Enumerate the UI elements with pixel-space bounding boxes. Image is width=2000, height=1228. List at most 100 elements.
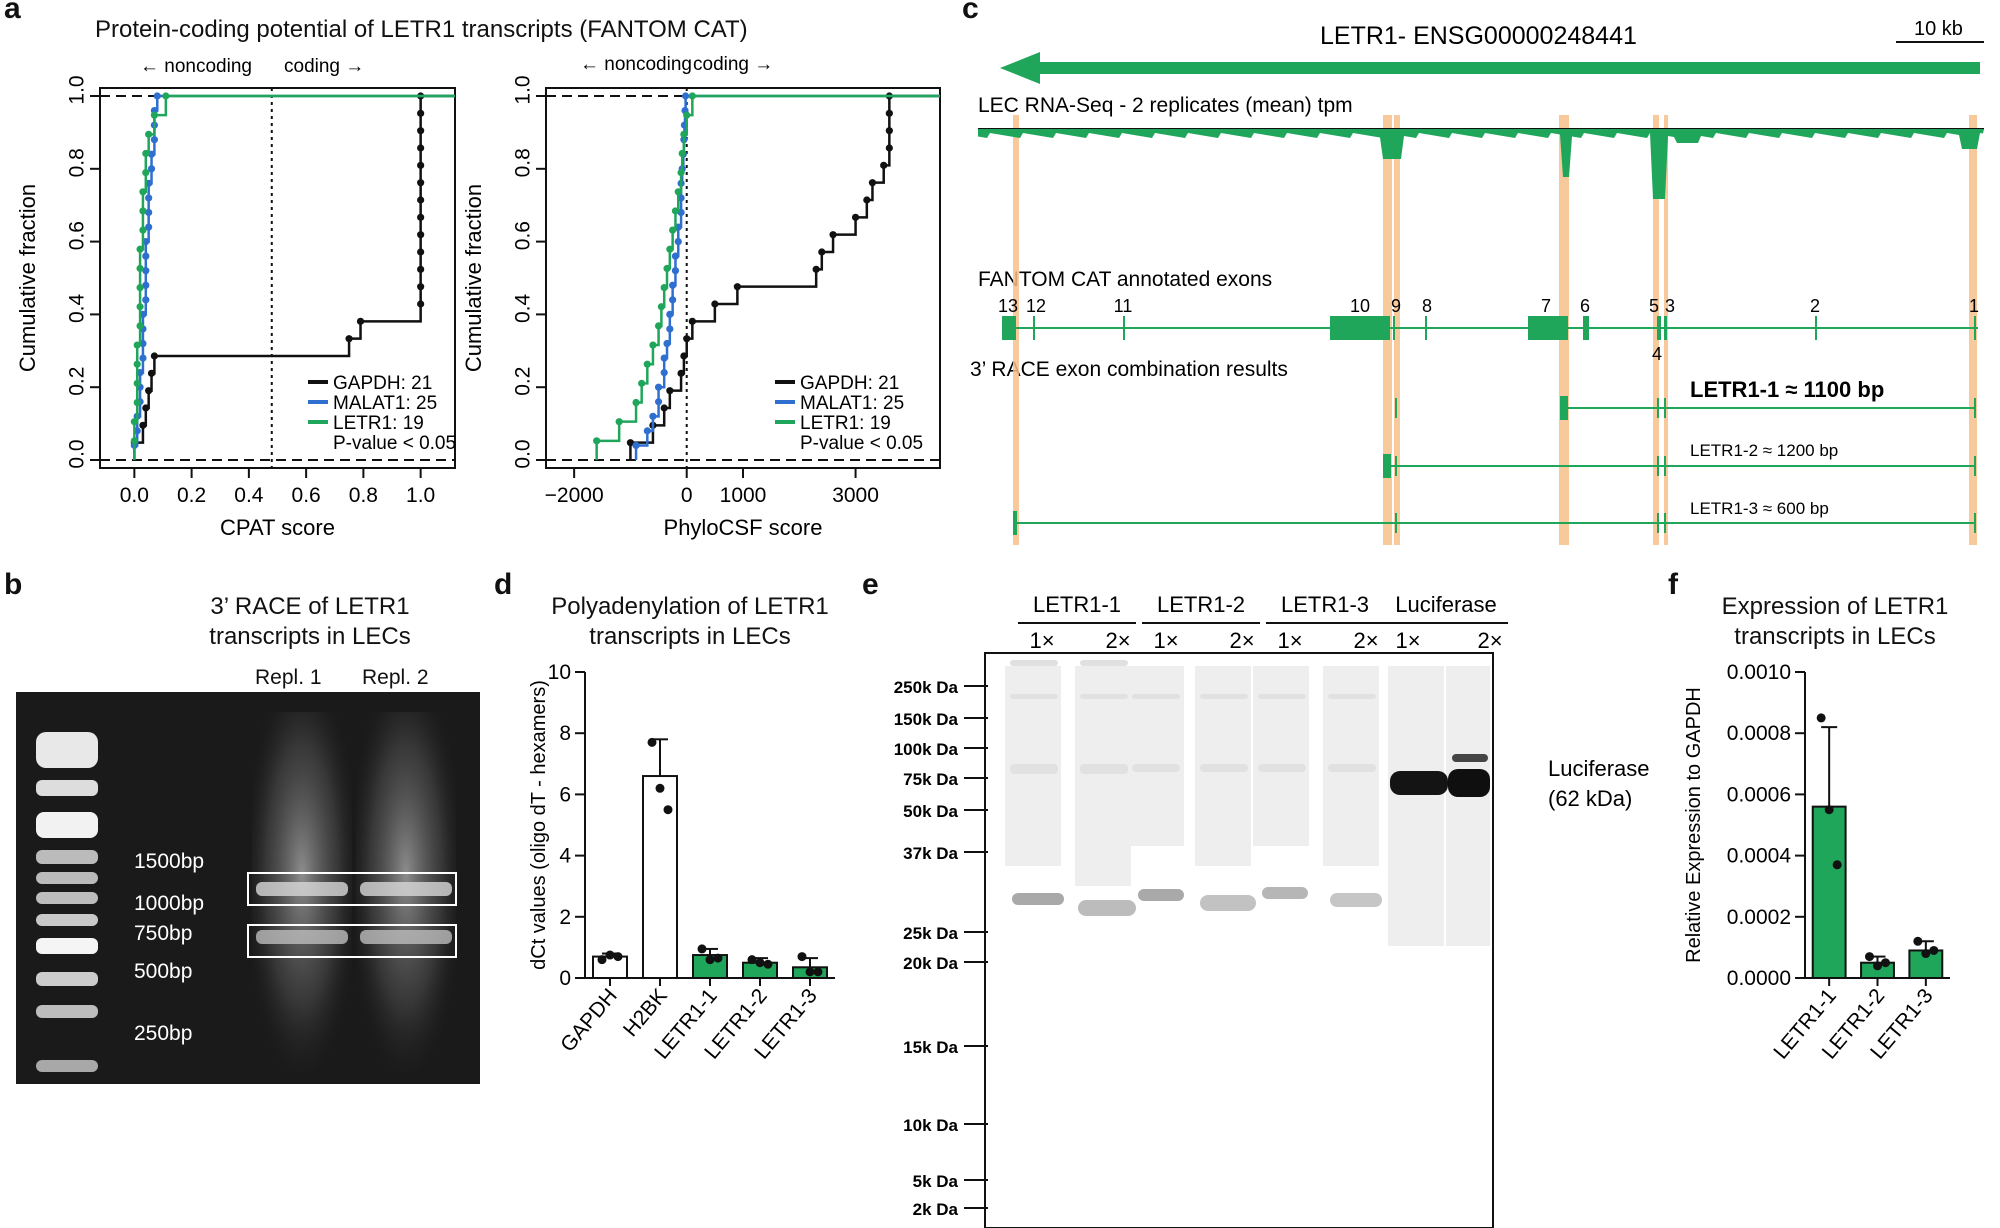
isoform-label-letr1-3: LETR1-3 ≈ 600 bp — [1690, 499, 1829, 518]
y-tick-label: 0.8 — [66, 148, 89, 177]
cpat-legend: GAPDH: 21 MALAT1: 25 LETR1: 19 P-value <… — [308, 373, 456, 454]
ecdf-point — [139, 226, 147, 234]
ecdf-point — [880, 161, 888, 169]
luciferase-label-line1: Luciferase — [1548, 756, 1650, 781]
y-tick-label: 0.0010 — [1727, 661, 1791, 684]
ecdf-point — [660, 283, 668, 292]
x-tick-label: LETR1-3 — [1866, 984, 1938, 1063]
y-axis-label: Cumulative fraction — [15, 184, 40, 372]
ladder-label-1500: 1500bp — [134, 850, 205, 873]
panel-f-title: Expression of LETR1 transcripts in LECs — [1721, 593, 1949, 650]
mw-marker-label: 250k Da — [894, 678, 959, 697]
ecdf-point — [145, 387, 153, 395]
ecdf-point — [130, 437, 138, 445]
luciferase-band-2x — [1448, 769, 1490, 797]
lane-group-label: LETR1-3 — [1281, 592, 1369, 617]
y-axis-label: Relative Expression to GAPDH — [1683, 687, 1705, 963]
ecdf-point — [136, 369, 144, 377]
y-tick-label: 0.0002 — [1727, 906, 1791, 929]
panel-d-title: Polyadenylation of LETR1 transcripts in … — [551, 593, 829, 650]
ecdf-point — [674, 238, 682, 246]
y-tick-label: 0.0006 — [1727, 783, 1791, 806]
dose-label-1x: 1× — [1395, 628, 1420, 653]
ecdf-point — [666, 310, 674, 318]
mw-marker-label: 75k Da — [903, 770, 958, 789]
y-tick-label: 0.4 — [512, 293, 535, 323]
y-tick-label: 0.2 — [512, 367, 535, 396]
ecdf-point — [145, 179, 153, 187]
exon-number: 12 — [1026, 296, 1046, 316]
ecdf-point — [162, 92, 170, 100]
band-box-600 — [247, 924, 457, 958]
ecdf-point — [654, 322, 663, 330]
ecdf-point — [130, 418, 138, 426]
ecdf-point — [688, 317, 696, 325]
replicate-point — [1921, 949, 1931, 959]
ecdf-point — [678, 165, 686, 173]
ecdf-point — [666, 245, 674, 253]
plot-frame — [545, 87, 941, 469]
ladder-label-500: 500bp — [134, 960, 193, 983]
replicate-point — [647, 737, 657, 747]
ecdf-point — [136, 383, 144, 391]
x-tick-label: 3000 — [832, 484, 879, 507]
exon-number: 11 — [1114, 296, 1133, 316]
x-tick-label: 0.8 — [349, 484, 378, 507]
replicate-point — [747, 955, 757, 965]
ecdf-point — [632, 398, 640, 407]
ecdf-point — [654, 398, 663, 406]
ecdf-point — [147, 369, 156, 377]
ecdf-point — [885, 109, 893, 117]
luciferase-label-line2: (62 kDa) — [1548, 786, 1632, 811]
x-tick-label: LETR1-2 — [1818, 984, 1890, 1063]
replicate-point — [1881, 958, 1890, 968]
exon-block — [1583, 316, 1589, 340]
y-tick-label: 0.8 — [512, 148, 535, 177]
bar-letr1-2 — [742, 961, 778, 980]
replicate-point — [813, 967, 823, 977]
ecdf-point — [417, 109, 425, 117]
mw-marker-label: 10k Da — [903, 1116, 958, 1135]
ecdf-point — [417, 92, 425, 100]
ecdf-point — [666, 387, 674, 395]
ecdf-point — [674, 188, 682, 196]
panel-letter-b: b — [4, 568, 23, 601]
exon-highlight — [1653, 115, 1659, 545]
ecdf-point — [136, 264, 144, 273]
y-tick-label: 0.0 — [66, 439, 89, 468]
ecdf-point — [677, 179, 685, 187]
ladder-label-250: 250bp — [134, 1022, 193, 1045]
ecdf-point — [654, 383, 663, 391]
ecdf-point — [671, 267, 680, 275]
replicate-point — [1832, 860, 1842, 870]
mw-marker-label: 2k Da — [913, 1200, 959, 1219]
ecdf-point — [818, 248, 826, 256]
x-tick-label: LETR1-3 — [750, 984, 822, 1063]
ecdf-point — [139, 354, 147, 362]
rnaseq-coverage — [978, 129, 1984, 199]
ecdf-point — [133, 412, 141, 420]
ecdf-point — [133, 398, 141, 407]
track-label-fantom: FANTOM CAT annotated exons — [978, 268, 1272, 291]
y-tick-label: 1.0 — [512, 75, 535, 104]
ecdf-point — [688, 92, 696, 100]
bar-chart-group: 0.00000.00020.00040.00060.00080.0010Rela… — [1683, 661, 1950, 1064]
bar-h2bk — [642, 775, 678, 979]
bar-letr1-3 — [1908, 949, 1944, 980]
ecdf-line-malat1 — [133, 94, 455, 460]
ecdf-point — [142, 281, 150, 289]
replicate-point — [763, 959, 773, 969]
y-tick-label: 0.0 — [512, 439, 535, 468]
ecdf-point — [133, 379, 141, 387]
ecdf-point — [150, 106, 158, 115]
ecdf-point — [669, 226, 677, 234]
replicate-point — [663, 805, 673, 815]
exon-highlight — [1664, 115, 1668, 545]
ecdf-point — [145, 223, 153, 231]
band-box-1100 — [247, 872, 457, 906]
ecdf-point — [136, 303, 144, 311]
legend-label-malat1-2: MALAT1: 25 — [800, 393, 904, 414]
replicate-point — [713, 953, 723, 963]
replicate-point — [605, 950, 615, 960]
ecdf-point — [145, 208, 153, 217]
